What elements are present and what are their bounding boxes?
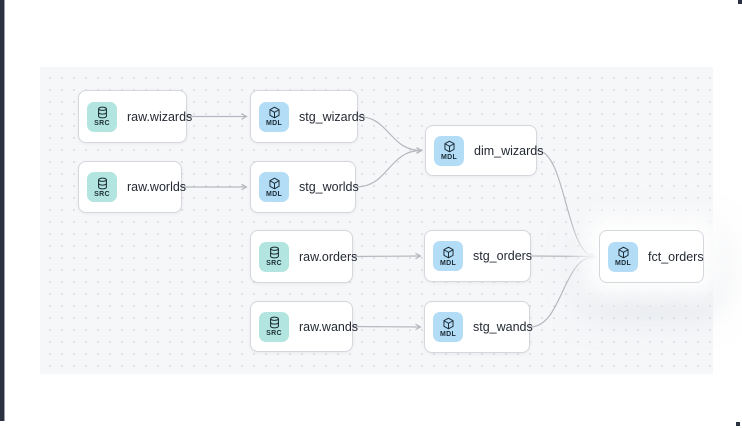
node-stg_wands[interactable]: MDL stg_wands xyxy=(424,301,533,353)
node-type-badge: SRC xyxy=(259,241,289,272)
node-type-badge: MDL xyxy=(434,135,464,166)
node-stg_wizards[interactable]: MDL stg_wizards xyxy=(250,90,365,143)
cube-icon xyxy=(443,140,455,153)
node-name: stg_wands xyxy=(473,320,533,334)
node-type-badge: SRC xyxy=(87,172,117,202)
node-type-badge: SRC xyxy=(259,311,289,342)
cube-icon xyxy=(442,246,454,258)
node-raw_orders[interactable]: SRC raw.orders xyxy=(250,230,357,283)
node-type-label: SRC xyxy=(94,190,110,198)
node-type-label: MDL xyxy=(614,260,632,267)
node-type-label: MDL xyxy=(439,259,457,267)
window-corner-artifact-top xyxy=(738,0,742,4)
node-name: raw.wands xyxy=(299,319,359,334)
window-left-edge xyxy=(0,0,5,421)
node-type-badge: MDL xyxy=(433,312,463,342)
node-dim_wizards[interactable]: MDL dim_wizards xyxy=(425,125,543,176)
node-type-label: MDL xyxy=(440,154,458,161)
window-corner-artifact-bottom xyxy=(736,422,740,426)
node-name: raw.worlds xyxy=(127,180,187,194)
node-type-badge: SRC xyxy=(87,101,117,132)
database-icon xyxy=(269,246,279,259)
node-type-badge: MDL xyxy=(433,241,463,271)
cube-icon xyxy=(268,106,280,119)
node-raw_wands[interactable]: SRC raw.wands xyxy=(250,301,358,352)
node-type-label: SRC xyxy=(94,120,110,127)
node-name: stg_wizards xyxy=(299,109,365,124)
node-type-badge: MDL xyxy=(608,241,638,272)
cube-icon xyxy=(442,317,454,329)
node-type-label: SRC xyxy=(266,330,282,337)
node-name: raw.orders xyxy=(299,249,358,264)
node-type-label: MDL xyxy=(265,190,283,198)
node-type-badge: MDL xyxy=(259,172,289,202)
node-type-label: MDL xyxy=(439,330,457,338)
database-icon xyxy=(97,177,107,189)
node-type-label: MDL xyxy=(265,120,283,127)
node-name: fct_orders xyxy=(648,249,704,264)
node-raw_worlds[interactable]: SRC raw.worlds xyxy=(78,161,186,213)
node-stg_worlds[interactable]: MDL stg_worlds xyxy=(250,161,359,213)
database-icon xyxy=(97,106,107,119)
node-type-label: SRC xyxy=(266,260,282,267)
cube-icon xyxy=(268,177,280,189)
node-name: dim_wizards xyxy=(474,143,544,158)
cube-icon xyxy=(617,246,629,259)
database-icon xyxy=(269,316,279,329)
node-stg_orders[interactable]: MDL stg_orders xyxy=(424,230,533,282)
node-fct_orders[interactable]: MDL fct_orders xyxy=(599,230,704,283)
node-name: stg_orders xyxy=(473,249,533,263)
node-type-badge: MDL xyxy=(259,101,289,132)
node-name: raw.wizards xyxy=(127,109,193,124)
node-raw_wizards[interactable]: SRC raw.wizards xyxy=(78,90,192,143)
node-name: stg_worlds xyxy=(299,180,359,194)
